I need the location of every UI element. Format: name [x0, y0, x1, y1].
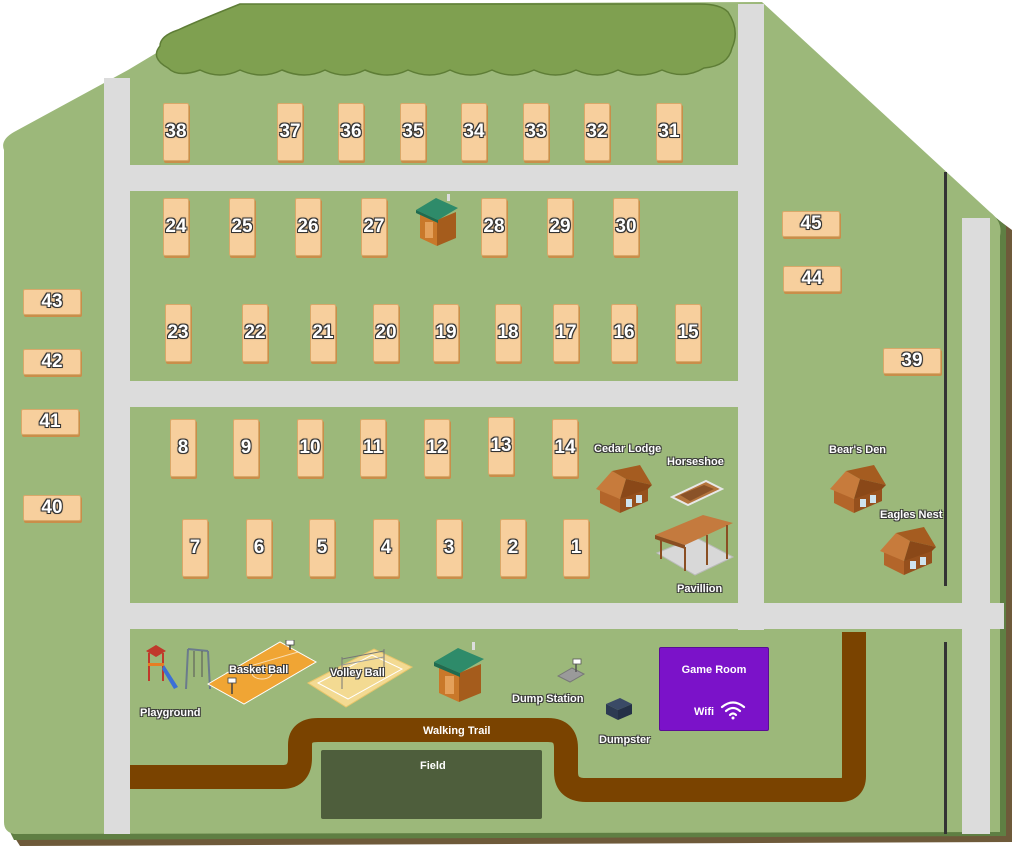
site-6[interactable]: 6 [246, 519, 272, 577]
horseshoe-pit-icon[interactable] [670, 479, 724, 507]
site-43[interactable]: 43 [23, 289, 81, 315]
site-33[interactable]: 33 [523, 103, 549, 161]
site-31[interactable]: 31 [656, 103, 682, 161]
site-16[interactable]: 16 [611, 304, 637, 362]
site-24[interactable]: 24 [163, 198, 189, 256]
site-10[interactable]: 10 [297, 419, 323, 477]
site-40[interactable]: 40 [23, 495, 81, 521]
site-13[interactable]: 13 [488, 417, 514, 475]
pavillion-icon[interactable] [655, 513, 735, 577]
site-45[interactable]: 45 [782, 211, 840, 237]
site-15[interactable]: 15 [675, 304, 701, 362]
fence-upper [944, 172, 947, 586]
cabin-icon[interactable] [880, 527, 936, 577]
site-21[interactable]: 21 [310, 304, 336, 362]
tree-line [155, 3, 736, 76]
site-35[interactable]: 35 [400, 103, 426, 161]
outhouse-icon [434, 642, 484, 702]
playground-label: Playground [140, 707, 201, 719]
site-1[interactable]: 1 [563, 519, 589, 577]
fence-lower [944, 642, 947, 834]
basketball-court-icon[interactable] [206, 640, 318, 706]
site-34[interactable]: 34 [461, 103, 487, 161]
dumpster-icon[interactable] [604, 694, 634, 722]
field-label: Field [420, 760, 446, 772]
site-4[interactable]: 4 [373, 519, 399, 577]
site-29[interactable]: 29 [547, 198, 573, 256]
eagles-nest-label: Eagles Nest [880, 509, 943, 521]
basket-ball-label: Basket Ball [229, 664, 289, 676]
site-14[interactable]: 14 [552, 419, 578, 477]
site-28[interactable]: 28 [481, 198, 507, 256]
site-26[interactable]: 26 [295, 198, 321, 256]
site-5[interactable]: 5 [309, 519, 335, 577]
outhouse-icon [416, 194, 458, 246]
dump-station-icon[interactable] [556, 658, 586, 686]
site-36[interactable]: 36 [338, 103, 364, 161]
site-37[interactable]: 37 [277, 103, 303, 161]
site-38[interactable]: 38 [163, 103, 189, 161]
volley-ball-label: Volley Ball [330, 667, 385, 679]
volleyball-court-icon[interactable] [306, 645, 414, 709]
field-area [321, 750, 542, 819]
dumpster-label: Dumpster [599, 734, 651, 746]
playground-icon[interactable] [142, 645, 214, 695]
site-32[interactable]: 32 [584, 103, 610, 161]
site-9[interactable]: 9 [233, 419, 259, 477]
wifi-icon [720, 701, 746, 720]
pavillion-label: Pavillion [677, 583, 723, 595]
site-23[interactable]: 23 [165, 304, 191, 362]
site-17[interactable]: 17 [553, 304, 579, 362]
site-30[interactable]: 30 [613, 198, 639, 256]
game-room[interactable]: Game Room Wifi [659, 647, 769, 731]
wifi-label: Wifi [694, 706, 715, 718]
site-41[interactable]: 41 [21, 409, 79, 435]
site-18[interactable]: 18 [495, 304, 521, 362]
dump-station-label: Dump Station [512, 693, 584, 705]
site-25[interactable]: 25 [229, 198, 255, 256]
bears-den-label: Bear's Den [829, 444, 887, 456]
cabin-icon[interactable] [830, 465, 886, 515]
walking-trail-label: Walking Trail [423, 725, 491, 737]
cedar-lodge-label: Cedar Lodge [594, 443, 662, 455]
site-11[interactable]: 11 [360, 419, 386, 477]
site-19[interactable]: 19 [433, 304, 459, 362]
site-2[interactable]: 2 [500, 519, 526, 577]
site-39[interactable]: 39 [883, 348, 941, 374]
walking-trail-path [130, 632, 866, 802]
site-3[interactable]: 3 [436, 519, 462, 577]
site-12[interactable]: 12 [424, 419, 450, 477]
site-8[interactable]: 8 [170, 419, 196, 477]
cabin-icon[interactable] [596, 465, 652, 515]
game-room-title: Game Room [681, 664, 747, 676]
horseshoe-label: Horseshoe [667, 456, 724, 468]
roads [104, 4, 1004, 834]
site-7[interactable]: 7 [182, 519, 208, 577]
site-27[interactable]: 27 [361, 198, 387, 256]
site-22[interactable]: 22 [242, 304, 268, 362]
site-42[interactable]: 42 [23, 349, 81, 375]
site-20[interactable]: 20 [373, 304, 399, 362]
site-44[interactable]: 44 [783, 266, 841, 292]
